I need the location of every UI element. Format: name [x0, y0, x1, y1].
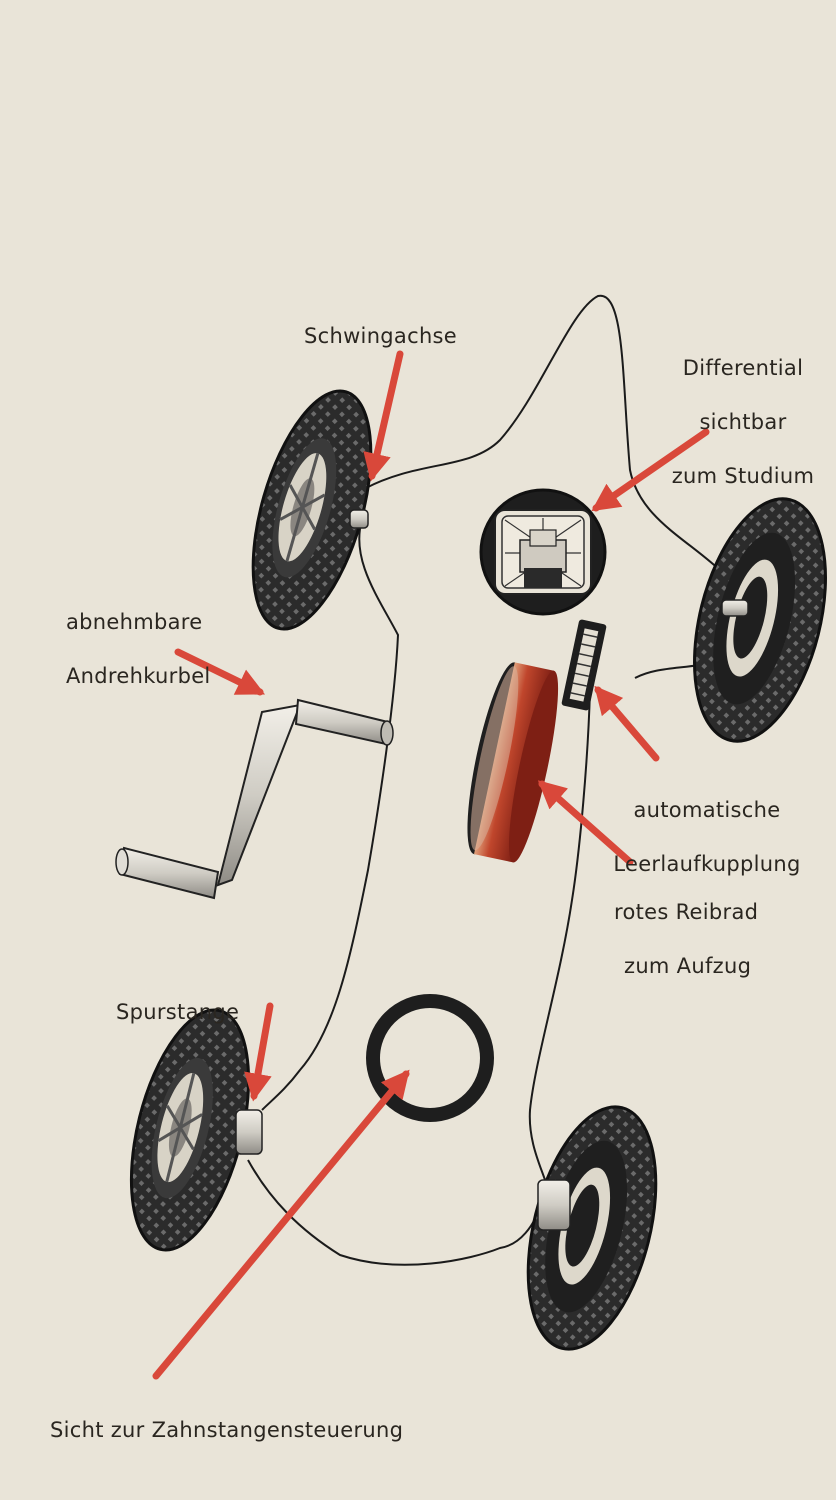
label-leerlaufkupplung: automatische Leerlaufkupplung — [613, 798, 801, 876]
arrow-spurstange — [244, 1002, 274, 1102]
friction-wheel — [467, 662, 559, 863]
label-spurstange: Spurstange — [116, 1000, 240, 1024]
arrow-differential — [591, 428, 710, 512]
front-right-wheel — [693, 497, 827, 743]
chassis-outline — [247, 294, 726, 1266]
tie-rod-joint — [235, 1109, 263, 1155]
label-reibrad: rotes Reibrad zum Aufzug — [614, 900, 759, 978]
crank-handle — [115, 698, 394, 900]
arrow-reibrad — [537, 780, 634, 866]
arrow-zahnstange — [152, 1069, 410, 1380]
label-zahnstangensteuerung: Sicht zur Zahnstangensteuerung — [50, 1418, 404, 1442]
differential — [479, 488, 607, 616]
rear-right-wheel — [526, 1105, 658, 1351]
front-left-wheel — [251, 389, 373, 631]
arrow-leerlauf — [594, 685, 660, 762]
front-axle-stub — [349, 509, 369, 529]
arrow-andrehkurbel — [174, 648, 266, 696]
right-axle-stub — [721, 599, 749, 617]
label-andrehkurbel: abnehmbare Andrehkurbel — [66, 610, 211, 688]
steering-ring — [366, 994, 494, 1122]
rear-axle-joint — [537, 1179, 571, 1231]
label-differential: Differential sichtbar zum Studium — [671, 356, 815, 488]
rear-left-wheel — [129, 1008, 251, 1252]
arrow-schwingachse — [363, 350, 404, 482]
label-schwingachse: Schwingachse — [304, 324, 458, 348]
idle-clutch — [561, 619, 607, 711]
